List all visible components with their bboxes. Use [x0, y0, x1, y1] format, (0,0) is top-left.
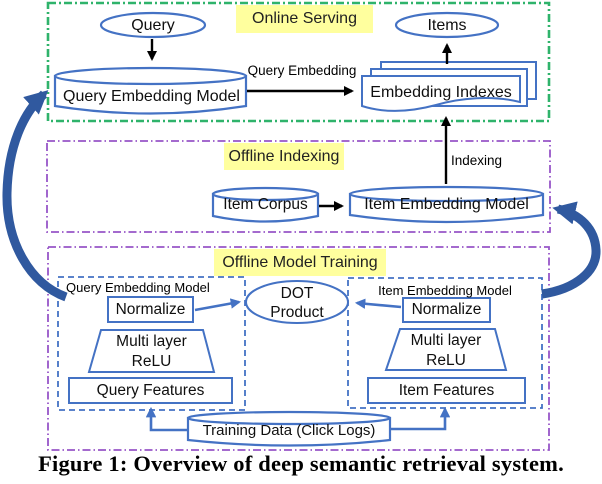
normalize-left-rect: [107, 296, 194, 323]
items-label: Items: [427, 17, 467, 34]
item-corpus-label: Item Corpus: [223, 196, 308, 213]
query-tower-title: Query Embedding Model: [66, 280, 210, 295]
dot-product-oval: [245, 280, 349, 324]
offline-indexing-box: [46, 140, 551, 233]
offline-model-training-label: Offline Model Training: [214, 249, 386, 276]
mlp-right-line1: Multi layer: [410, 332, 482, 349]
online-serving-box: [46, 1, 551, 123]
figure-caption: Figure 1: Overview of deep semantic retr…: [38, 451, 564, 476]
query-embedding-model-cylinder: [53, 66, 248, 115]
dot-product-line2: Product: [270, 304, 324, 321]
dot-product-label: DOT Product: [246, 284, 348, 322]
training-data-cylinder: [186, 410, 392, 447]
item-features-rect: [367, 377, 526, 404]
mlp-left-label: Multi layer ReLU: [89, 332, 214, 372]
arrow-training-to-item-features: [390, 406, 451, 431]
query-oval: [99, 11, 207, 39]
mlp-left-line2: ReLU: [131, 353, 172, 370]
arrow-training-to-query-features: [145, 406, 189, 432]
indexing-edge-label: Indexing: [451, 153, 503, 168]
arrow-deploy-item-model: [541, 201, 601, 299]
offline-indexing-label: Offline Indexing: [224, 143, 344, 170]
query-embedding-model-label: Query Embedding Model: [63, 88, 240, 105]
dot-product-line1: DOT: [280, 285, 314, 302]
normalize-left-label: Normalize: [115, 301, 186, 318]
item-features-label: Item Features: [398, 382, 495, 399]
query-features-rect: [68, 377, 233, 404]
arrow-normalize-left-to-dot: [194, 298, 242, 312]
mlp-right-line2: ReLU: [426, 352, 466, 369]
arrow-normalize-right-to-dot: [354, 298, 402, 309]
embedding-indexes-stack: [361, 61, 537, 112]
offline-training-box: [47, 246, 550, 451]
normalize-right-rect: [402, 297, 491, 323]
normalize-right-label: Normalize: [411, 301, 482, 318]
query-embedding-edge-label: Query Embedding: [247, 63, 357, 78]
training-data-label: Training Data (Click Logs): [202, 422, 376, 439]
item-corpus-cylinder: [211, 186, 320, 223]
query-features-label: Query Features: [96, 382, 205, 399]
item-embedding-model-cylinder: [348, 185, 545, 224]
items-oval: [394, 11, 500, 39]
mlp-right-label: Multi layer ReLU: [386, 331, 506, 371]
online-serving-label: Online Serving: [236, 5, 373, 33]
mlp-right-trapezoid: [384, 328, 508, 371]
mlp-left-line1: Multi layer: [116, 333, 187, 350]
embedding-indexes-label: Embedding Indexes: [370, 84, 512, 101]
item-embedding-model-label: Item Embedding Model: [364, 196, 529, 213]
query-label: Query: [131, 17, 175, 34]
arrow-deploy-query-model: [2, 90, 68, 302]
item-tower-title: Item Embedding Model: [378, 283, 512, 298]
mlp-left-trapezoid: [87, 329, 216, 373]
